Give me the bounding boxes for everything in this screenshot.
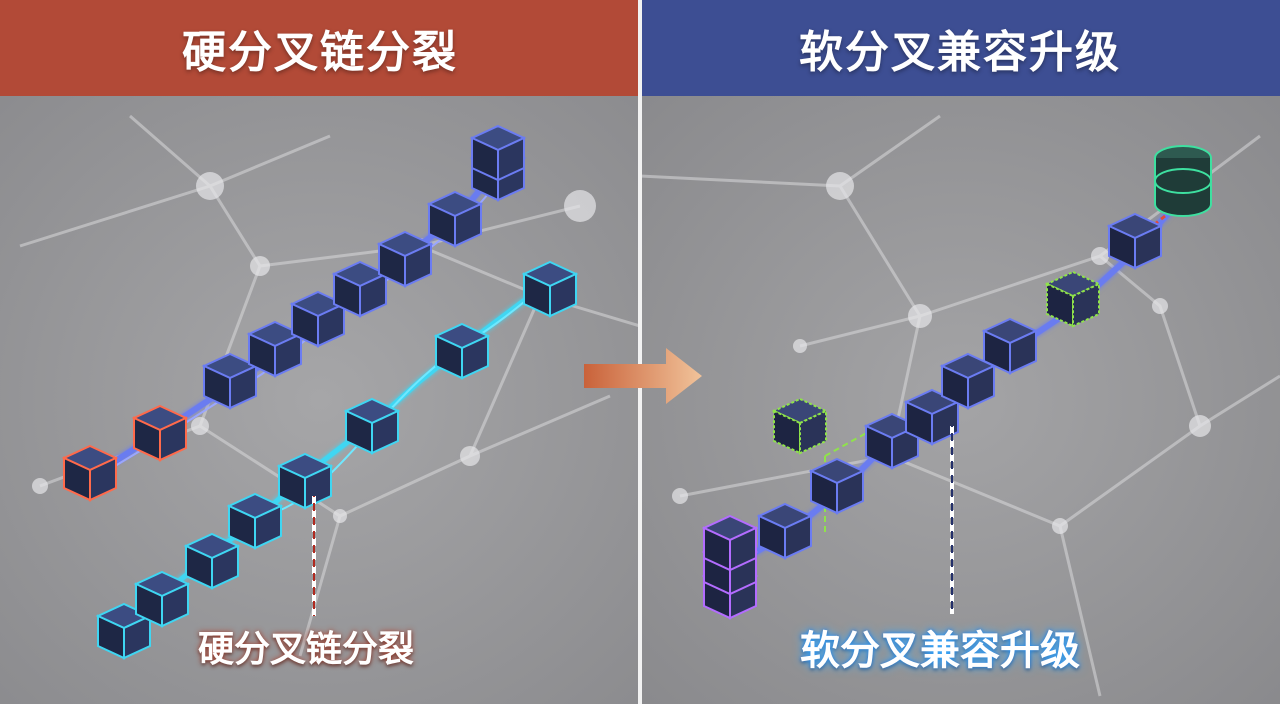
hard-fork-caption: 硬分叉链分裂 [198, 629, 415, 670]
soft-fork-diagram [640, 96, 1280, 704]
hard-fork-diagram [0, 96, 640, 704]
soft-fork-title: 软分叉兼容升级 [640, 0, 1280, 96]
hard-fork-panel: 硬分叉链分裂 [0, 0, 640, 704]
hard-fork-title: 硬分叉链分裂 [0, 0, 640, 96]
panel-divider [638, 0, 642, 704]
genesis-block [703, 515, 757, 619]
soft-fork-panel: 软分叉兼容升级 [640, 0, 1280, 704]
soft-fork-caption: 软分叉兼容升级 [800, 628, 1080, 674]
database-icon [1154, 145, 1212, 217]
arrow-right-icon [584, 348, 702, 404]
